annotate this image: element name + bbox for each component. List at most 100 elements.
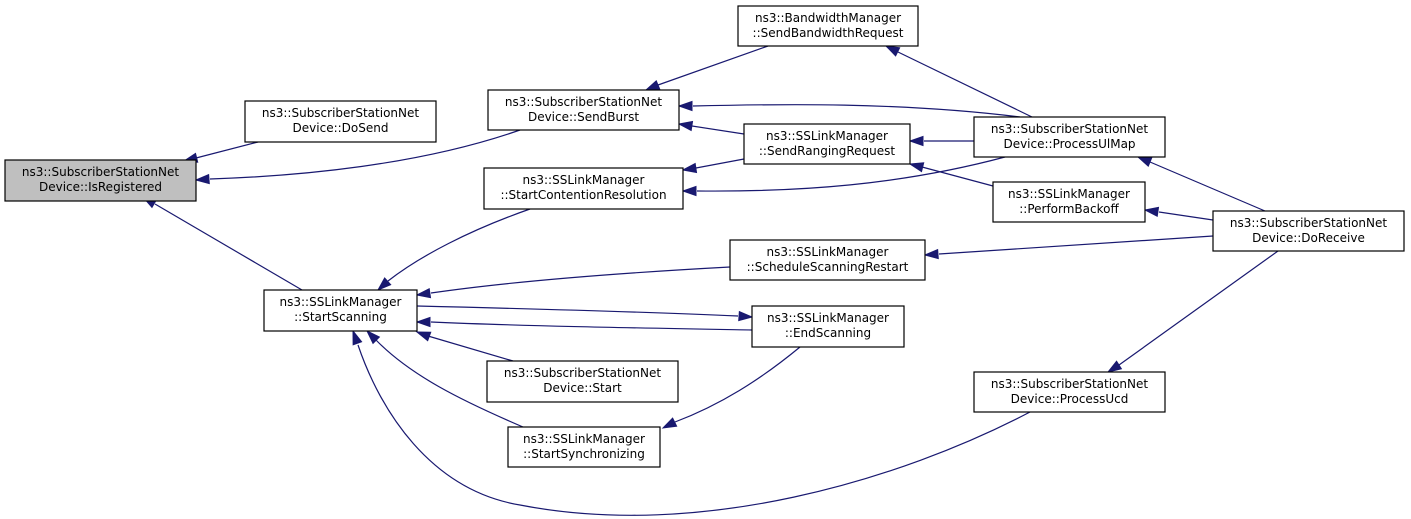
- node-label-line: ::PerformBackoff: [1019, 202, 1119, 216]
- node-label-line: ns3::SSLinkManager: [280, 295, 402, 309]
- node-label-line: ns3::SSLinkManager: [766, 129, 888, 143]
- edges-layer: [141, 45, 1279, 516]
- edge-perform_backoff-to-send_ranging_request: [908, 162, 994, 187]
- edge-line: [897, 51, 1033, 118]
- arrowhead-icon: [681, 185, 697, 197]
- node-label-line: ns3::SSLinkManager: [767, 311, 889, 325]
- node-box[interactable]: [743, 123, 911, 165]
- edge-line: [938, 235, 1214, 255]
- node-box[interactable]: [973, 116, 1166, 158]
- edge-process_ul_map-to-send_bandwidth_request: [884, 45, 1033, 118]
- node-send-bandwidth-request[interactable]: ns3::BandwidthManager::SendBandwidthRequ…: [737, 5, 919, 47]
- edge-send_burst-to-is_registered: [194, 129, 521, 185]
- node-label-line: ns3::SSLinkManager: [767, 245, 889, 259]
- node-box[interactable]: [483, 167, 684, 210]
- arrowhead-icon: [365, 329, 381, 345]
- node-box[interactable]: [737, 5, 919, 47]
- edge-send_ranging_request-to-start_contention_resolution: [681, 158, 745, 174]
- node-label-line: ns3::SubscriberStationNet: [991, 377, 1148, 391]
- edge-line: [695, 158, 745, 169]
- node-label-line: ::ScheduleScanningRestart: [747, 260, 909, 274]
- edge-line: [1118, 250, 1279, 366]
- node-label-line: Device::SendBurst: [528, 110, 639, 124]
- node-box[interactable]: [729, 239, 926, 281]
- node-box[interactable]: [486, 360, 679, 403]
- node-box[interactable]: [992, 181, 1146, 223]
- node-box[interactable]: [1212, 210, 1405, 252]
- node-label-line: ns3::SubscriberStationNet: [991, 122, 1148, 136]
- node-do-receive[interactable]: ns3::SubscriberStationNetDevice::DoRecei…: [1212, 210, 1405, 252]
- arrowhead-icon: [677, 100, 693, 112]
- edge-start_scanning-to-end_scanning: [416, 305, 754, 322]
- edge-start_scanning-to-is_registered: [141, 196, 303, 291]
- node-box[interactable]: [751, 305, 905, 348]
- node-label-line: ns3::SubscriberStationNet: [504, 366, 661, 380]
- edge-line: [1158, 211, 1214, 221]
- edge-start_synchronizing-to-start_scanning: [365, 329, 524, 428]
- edge-line: [692, 104, 1021, 118]
- node-box[interactable]: [487, 89, 680, 131]
- node-start-scanning[interactable]: ns3::SSLinkManager::StartScanning: [263, 289, 418, 332]
- node-label-line: ::SendBandwidthRequest: [753, 26, 904, 40]
- edge-line: [430, 266, 731, 294]
- edge-end_scanning-to-start_scanning: [415, 316, 753, 331]
- edge-do_send-to-is_registered: [182, 141, 259, 163]
- node-end-scanning[interactable]: ns3::SSLinkManager::EndScanning: [751, 305, 905, 348]
- edge-do_receive-to-schedule_scanning_restart: [923, 235, 1214, 260]
- node-is-registered[interactable]: ns3::SubscriberStationNetDevice::IsRegis…: [4, 159, 197, 202]
- arrowhead-icon: [681, 162, 698, 174]
- node-send-burst[interactable]: ns3::SubscriberStationNetDevice::SendBur…: [487, 89, 680, 131]
- edge-send_ranging_request-to-send_burst: [677, 120, 745, 135]
- edge-line: [1149, 161, 1266, 212]
- edge-line: [674, 346, 801, 423]
- node-label-line: Device::IsRegistered: [39, 180, 162, 194]
- node-label-line: ::EndScanning: [785, 326, 871, 340]
- arrowhead-icon: [644, 80, 661, 91]
- edge-line: [154, 203, 303, 291]
- edge-line: [921, 166, 994, 187]
- edge-send_bandwidth_request-to-send_burst: [644, 45, 769, 91]
- edge-process_ul_map-to-start_contention_resolution: [681, 156, 1006, 197]
- arrowhead-icon: [1106, 360, 1123, 373]
- node-perform-backoff[interactable]: ns3::SSLinkManager::PerformBackoff: [992, 181, 1146, 223]
- node-box[interactable]: [4, 159, 197, 202]
- node-process-ul-map[interactable]: ns3::SubscriberStationNetDevice::Process…: [973, 116, 1166, 158]
- edge-do_receive-to-process_ul_map: [1136, 156, 1266, 212]
- arrowhead-icon: [738, 310, 754, 322]
- node-start-contention-resolution[interactable]: ns3::SSLinkManager::StartContentionResol…: [483, 167, 684, 210]
- node-box[interactable]: [973, 371, 1166, 413]
- edge-start-to-start_scanning: [415, 331, 514, 362]
- arrowhead-icon: [352, 329, 363, 346]
- node-box[interactable]: [244, 100, 437, 143]
- arrowhead-icon: [415, 287, 432, 299]
- arrowhead-icon: [661, 417, 678, 429]
- node-label-line: Device::ProcessUlMap: [1003, 137, 1135, 151]
- arrowhead-icon: [908, 162, 925, 173]
- node-schedule-scanning-restart[interactable]: ns3::SSLinkManager::ScheduleScanningRest…: [729, 239, 926, 281]
- node-send-ranging-request[interactable]: ns3::SSLinkManager::SendRangingRequest: [743, 123, 911, 165]
- edge-line: [375, 339, 524, 428]
- node-start-synchronizing[interactable]: ns3::SSLinkManager::StartSynchronizing: [507, 426, 661, 468]
- arrowhead-icon: [415, 316, 431, 328]
- edge-process_ul_map-to-send_burst: [677, 100, 1021, 118]
- node-box[interactable]: [263, 289, 418, 332]
- node-label-line: Device::DoSend: [293, 121, 389, 135]
- node-box[interactable]: [507, 426, 661, 468]
- arrowhead-icon: [415, 331, 432, 342]
- edge-line: [430, 321, 753, 331]
- node-label-line: ::SendRangingRequest: [759, 144, 896, 158]
- arrowhead-icon: [677, 120, 694, 132]
- edge-line: [416, 305, 739, 317]
- node-label-line: ::StartScanning: [294, 310, 387, 324]
- edge-line: [696, 156, 1006, 192]
- edge-start_contention_resolution-to-start_scanning: [376, 208, 531, 292]
- edge-line: [387, 208, 531, 282]
- node-label-line: ns3::SSLinkManager: [523, 432, 645, 446]
- edge-line: [357, 344, 1031, 516]
- node-label-line: Device::Start: [543, 381, 622, 395]
- node-process-ucd[interactable]: ns3::SubscriberStationNetDevice::Process…: [973, 371, 1166, 413]
- node-label-line: Device::DoReceive: [1252, 231, 1365, 245]
- edge-do_receive-to-perform_backoff: [1143, 206, 1214, 221]
